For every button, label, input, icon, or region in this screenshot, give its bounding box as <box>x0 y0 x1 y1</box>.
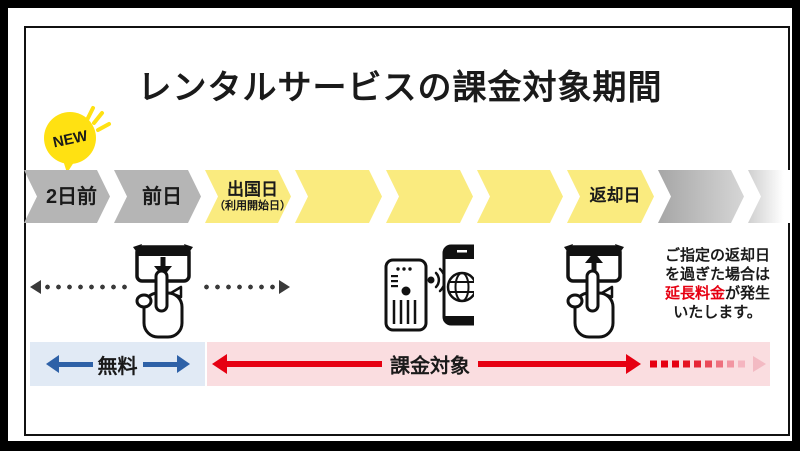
free-period-bar: 無料 <box>30 342 205 386</box>
timeline-segment-return-day: 返却日 <box>567 170 654 223</box>
timeline-segment-day-before: 前日 <box>114 170 201 223</box>
overdue-note: ご指定の返却日 を過ぎた場合は 延長料金が発生 いたします。 <box>645 246 790 322</box>
arrow-right-icon <box>176 355 190 373</box>
fade-square <box>661 360 668 368</box>
dotted-line <box>201 284 278 290</box>
timeline-segment-2-days-before: 2日前 <box>24 170 110 223</box>
note-line: を過ぎた場合は <box>664 266 770 283</box>
segment-label: 出国日 <box>227 180 278 200</box>
usage-icons <box>384 244 474 332</box>
extension-fee-highlight: 延長料金 <box>664 285 725 302</box>
arrow-left-icon <box>30 280 41 294</box>
segment-sublabel: （利用開始日） <box>214 199 291 212</box>
fade-square <box>650 360 657 368</box>
card-border <box>24 26 790 436</box>
segment-label: 返却日 <box>589 186 641 206</box>
arrow-shaft <box>142 361 177 367</box>
free-period-label: 無料 <box>97 355 138 378</box>
arrow-shaft <box>226 361 382 367</box>
new-badge-bubble-icon: NEW <box>44 106 111 173</box>
note-line: いたします。 <box>673 304 762 321</box>
new-badge: NEW <box>40 96 120 176</box>
note-line: ご指定の返却日 <box>664 247 770 264</box>
segment-label: 2日前 <box>45 185 98 208</box>
faded-arrow-right-icon <box>753 356 766 372</box>
fade-square <box>705 360 712 368</box>
fade-square <box>672 360 679 368</box>
segment-label: 前日 <box>142 185 182 208</box>
timeline-segment-after-return-1 <box>658 170 744 223</box>
fade-square <box>694 360 701 368</box>
arrow-right-icon <box>279 280 290 294</box>
receive-device-icon <box>133 244 193 339</box>
page-title: レンタルサービスの課金対象期間 <box>137 69 663 107</box>
arrow-shaft <box>58 361 93 367</box>
arrow-shaft <box>478 361 626 367</box>
fade-square <box>738 360 745 368</box>
timeline-segment-blank-2 <box>386 170 473 223</box>
arrow-left-icon <box>212 354 227 374</box>
return-device-icon <box>564 244 624 339</box>
fade-square <box>683 360 690 368</box>
arrow-left-icon <box>45 355 59 373</box>
timeline-segment-blank-1 <box>295 170 382 223</box>
sparkle-icon <box>85 106 111 132</box>
wifi-router-icon <box>384 258 428 332</box>
smartphone-globe-icon <box>442 244 474 326</box>
fade-square <box>716 360 723 368</box>
timeline-segment-blank-3 <box>477 170 563 223</box>
dotted-line <box>42 284 130 290</box>
overdue-dotted-arrow <box>650 360 745 368</box>
timeline-segment-departure-day: 出国日 （利用開始日） <box>205 170 291 223</box>
fade-square <box>727 360 734 368</box>
note-line: 延長料金が発生 <box>664 285 771 302</box>
charged-period-label: 課金対象 <box>390 355 470 378</box>
charged-period-bar: 課金対象 <box>207 342 770 386</box>
wifi-signal-icon <box>427 267 447 293</box>
arrow-right-icon <box>626 354 641 374</box>
